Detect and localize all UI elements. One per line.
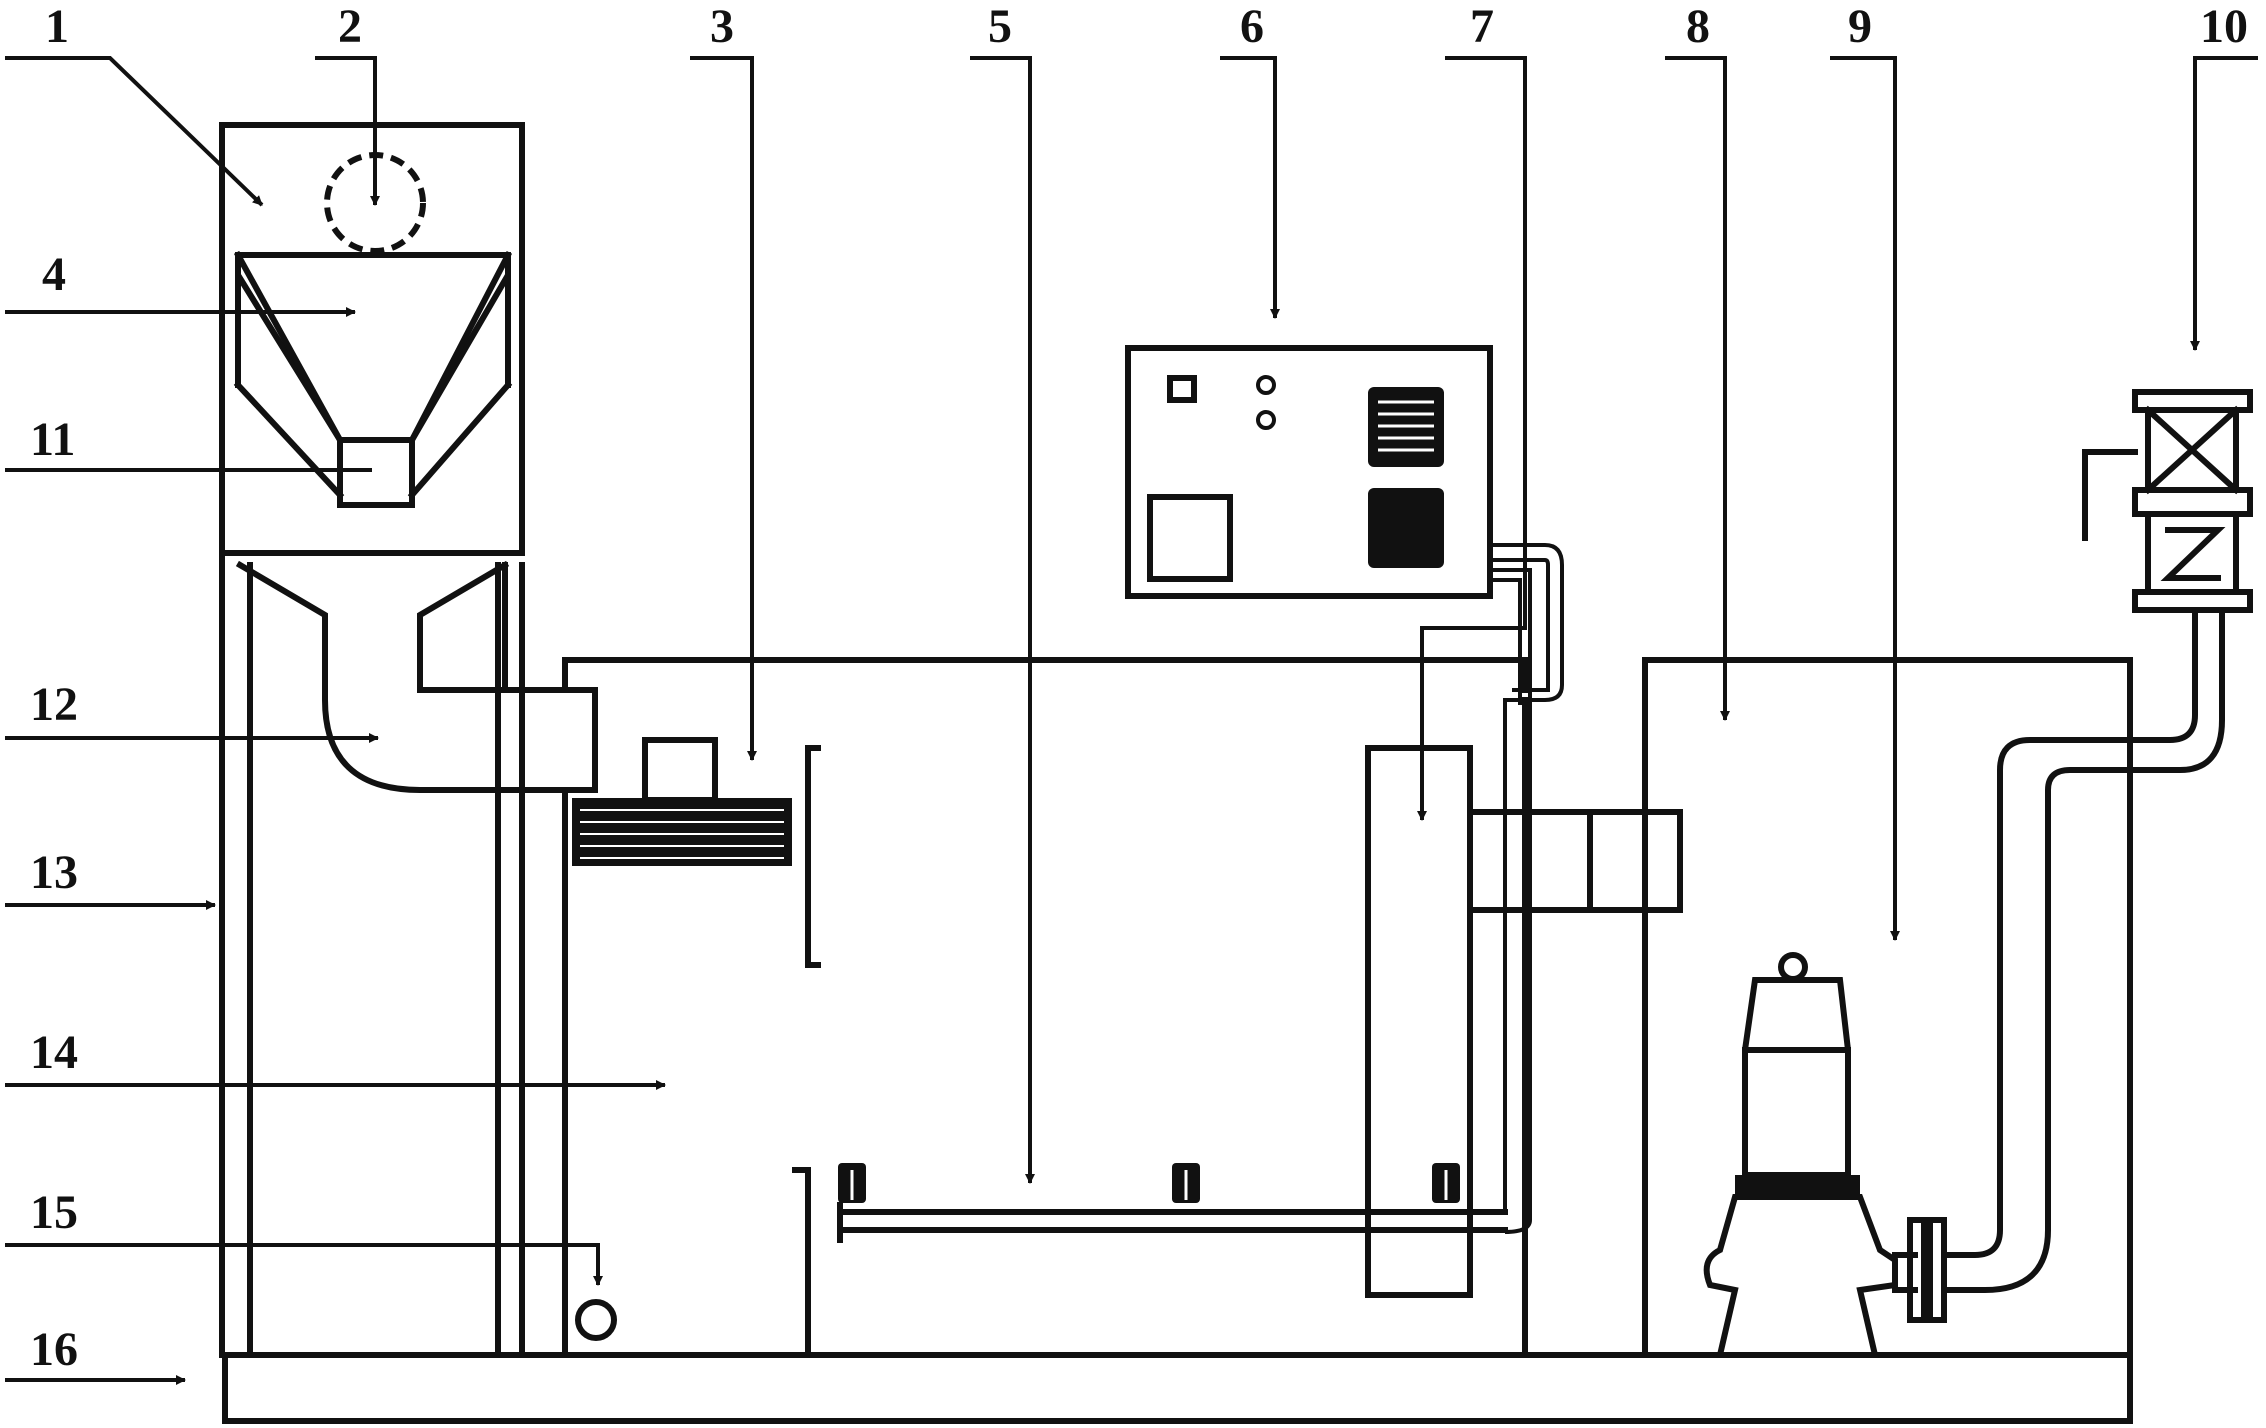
valve-assembly	[2082, 389, 2253, 613]
filter-basket	[572, 737, 792, 866]
base-frame	[222, 1352, 2133, 1424]
label-16: 16	[30, 1323, 78, 1376]
bottom-baffle	[792, 1167, 811, 1358]
label-3: 3	[710, 0, 734, 53]
label-14: 14	[30, 1026, 78, 1079]
label-7: 7	[1470, 0, 1494, 53]
baffle-bracket	[805, 745, 821, 968]
label-2: 2	[338, 0, 362, 53]
label-1: 1	[45, 0, 69, 53]
label-11: 11	[30, 413, 75, 466]
label-10: 10	[2200, 0, 2248, 53]
funnel-elbow-pipe	[219, 550, 598, 793]
discharge-block	[337, 437, 415, 508]
partition-unit	[1365, 697, 1683, 1358]
labels: 1 2 3 5 6 7 8 9 10 4 11 12 13 14 15 16	[30, 0, 2248, 1376]
label-5: 5	[988, 0, 1012, 53]
hopper	[233, 250, 513, 500]
label-4: 4	[42, 248, 66, 301]
label-15: 15	[30, 1186, 78, 1239]
aeration-pipe	[837, 1163, 1508, 1243]
leader-lines	[5, 56, 2258, 1385]
level-sensor	[575, 1299, 617, 1341]
label-8: 8	[1686, 0, 1710, 53]
label-6: 6	[1240, 0, 1264, 53]
label-13: 13	[30, 846, 78, 899]
submersible-pump	[1703, 952, 1947, 1358]
control-box	[1125, 345, 1493, 599]
discharge-pipe	[1941, 607, 2225, 1293]
main-tank	[562, 657, 1528, 1358]
label-12: 12	[30, 678, 78, 731]
label-9: 9	[1848, 0, 1872, 53]
